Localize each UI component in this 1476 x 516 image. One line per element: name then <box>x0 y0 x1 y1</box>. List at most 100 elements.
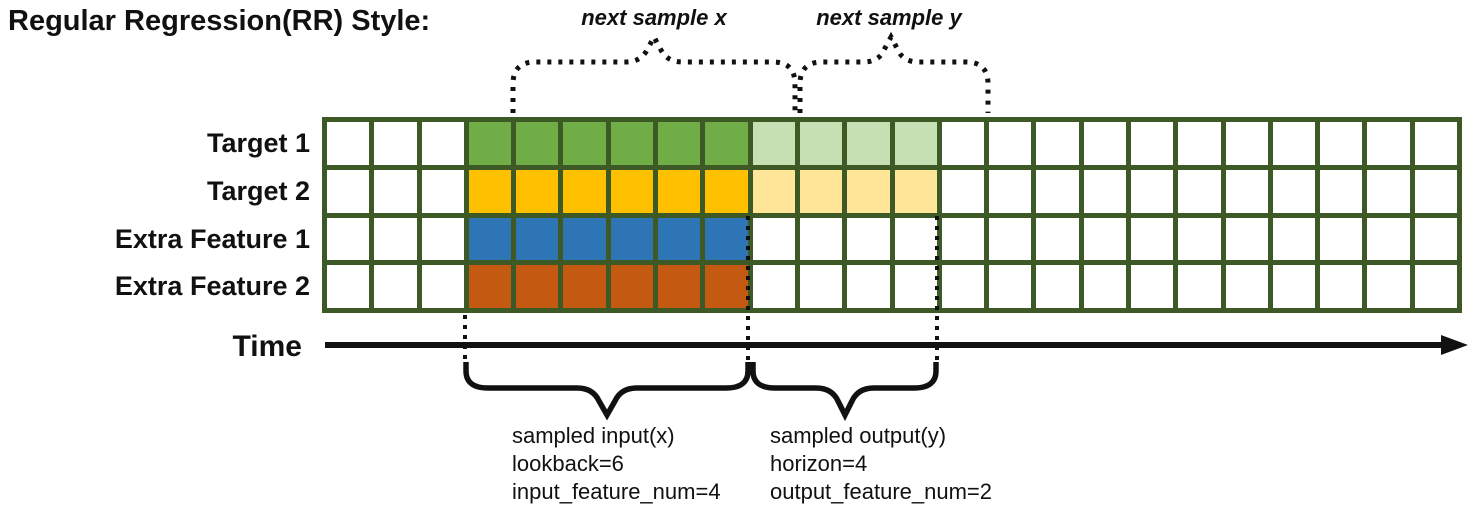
grid-cell <box>1320 217 1363 261</box>
grid-cell <box>752 217 795 261</box>
grid-cell <box>894 217 937 261</box>
grid-cell <box>1083 122 1126 165</box>
grid-cell <box>563 169 606 213</box>
grid-cell <box>563 122 606 165</box>
row-label: Target 1 <box>206 128 310 158</box>
time-axis-arrowhead <box>1441 335 1468 355</box>
next-sample-x-brace <box>510 31 798 113</box>
grid-cell <box>327 122 370 165</box>
grid-cell <box>1178 122 1221 165</box>
grid-cell <box>847 217 890 261</box>
grid-cell <box>610 169 654 213</box>
grid-cell <box>374 217 417 261</box>
grid-cell <box>941 265 985 308</box>
grid-cell <box>752 122 795 165</box>
grid-cell <box>847 169 890 213</box>
grid-cell <box>1130 265 1174 308</box>
sampled-output-caption: sampled output(y) horizon=4 output_featu… <box>770 422 992 506</box>
grid-cell <box>1083 265 1126 308</box>
grid-cell <box>516 169 559 213</box>
grid-cell <box>658 265 701 308</box>
grid-cell <box>1320 122 1363 165</box>
grid-cell <box>1272 217 1316 261</box>
grid-cell <box>468 217 512 261</box>
grid-cell <box>705 169 748 213</box>
lookback-line: lookback=6 <box>512 451 624 476</box>
grid-cell <box>1225 265 1268 308</box>
grid-cell <box>516 122 559 165</box>
sampled-output-brace <box>750 362 939 422</box>
grid-cell <box>1367 122 1410 165</box>
grid-cell <box>752 265 795 308</box>
grid-cell <box>374 122 417 165</box>
sampled-input-brace <box>463 362 751 421</box>
grid-cell <box>941 217 985 261</box>
grid-cell <box>1036 122 1079 165</box>
grid-cell <box>468 122 512 165</box>
grid-cell <box>705 265 748 308</box>
grid-cell <box>1083 217 1126 261</box>
grid-cell <box>374 265 417 308</box>
grid-cell <box>989 217 1032 261</box>
grid-cell <box>327 265 370 308</box>
output-feature-num-line: output_feature_num=2 <box>770 479 993 504</box>
grid-cell <box>610 265 654 308</box>
grid-cell <box>374 169 417 213</box>
grid-cell <box>1414 265 1457 308</box>
grid-cell <box>327 217 370 261</box>
row-label: Extra Feature 2 <box>114 271 310 302</box>
grid-cell <box>799 265 843 308</box>
grid-cell <box>847 122 890 165</box>
grid-cell <box>421 122 464 165</box>
grid-cell <box>610 122 654 165</box>
grid-cell <box>1225 217 1268 261</box>
grid-cell <box>1272 265 1316 308</box>
grid-cell <box>1130 217 1174 261</box>
grid-cell <box>705 122 748 165</box>
grid-cell <box>1225 169 1268 213</box>
grid-cell <box>563 217 606 261</box>
grid-cell <box>1414 122 1457 165</box>
grid-cell <box>1178 169 1221 213</box>
input-feature-num-line: input_feature_num=4 <box>512 479 721 504</box>
grid-cell <box>1083 169 1126 213</box>
grid-cell <box>1367 265 1410 308</box>
horizon-line: horizon=4 <box>770 451 868 476</box>
grid-cell <box>516 265 559 308</box>
grid-cell <box>1036 169 1079 213</box>
grid-cell <box>468 265 512 308</box>
grid-cell <box>989 169 1032 213</box>
grid-cell <box>516 217 559 261</box>
grid-cell <box>610 217 654 261</box>
grid-cell <box>705 217 748 261</box>
grid-cell <box>1320 265 1363 308</box>
grid-cell <box>1414 169 1457 213</box>
grid-cell <box>421 169 464 213</box>
grid-cell <box>799 217 843 261</box>
next-sample-x-label: next sample x <box>581 5 727 30</box>
grid-cell <box>421 217 464 261</box>
grid-cell <box>658 122 701 165</box>
grid-cell <box>1036 265 1079 308</box>
grid-cell <box>1225 122 1268 165</box>
grid-cell <box>894 122 937 165</box>
grid-cell <box>563 265 606 308</box>
grid-cell <box>1036 217 1079 261</box>
grid-cell <box>1178 265 1221 308</box>
grid-cell <box>421 265 464 308</box>
grid-cell <box>1367 169 1410 213</box>
grid-cell <box>1178 217 1221 261</box>
sampled-input-caption: sampled input(x) lookback=6 input_featur… <box>512 422 721 506</box>
grid-cell <box>1130 169 1174 213</box>
grid-cell <box>989 122 1032 165</box>
grid-cell <box>1272 122 1316 165</box>
grid-cell <box>1272 169 1316 213</box>
grid-cell <box>327 169 370 213</box>
next-sample-y-label: next sample y <box>816 5 962 30</box>
diagram-title: Regular Regression(RR) Style: <box>8 5 431 37</box>
grid-cell <box>847 265 890 308</box>
sample-grid <box>322 117 1462 313</box>
grid-cell <box>468 169 512 213</box>
sampled-output-line: sampled output(y) <box>770 423 947 448</box>
row-label: Target 2 <box>206 175 310 206</box>
